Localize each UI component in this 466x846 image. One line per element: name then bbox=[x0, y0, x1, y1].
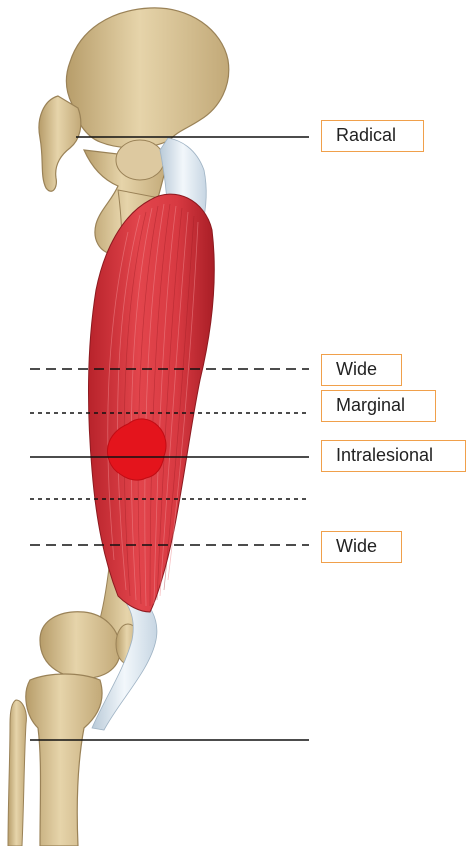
lower-leg-bones bbox=[8, 674, 102, 846]
label-wide-upper: Wide bbox=[321, 354, 402, 386]
label-radical: Radical bbox=[321, 120, 424, 152]
label-intralesional: Intralesional bbox=[321, 440, 466, 472]
label-marginal: Marginal bbox=[321, 390, 436, 422]
muscle bbox=[89, 194, 215, 612]
label-wide-lower: Wide bbox=[321, 531, 402, 563]
